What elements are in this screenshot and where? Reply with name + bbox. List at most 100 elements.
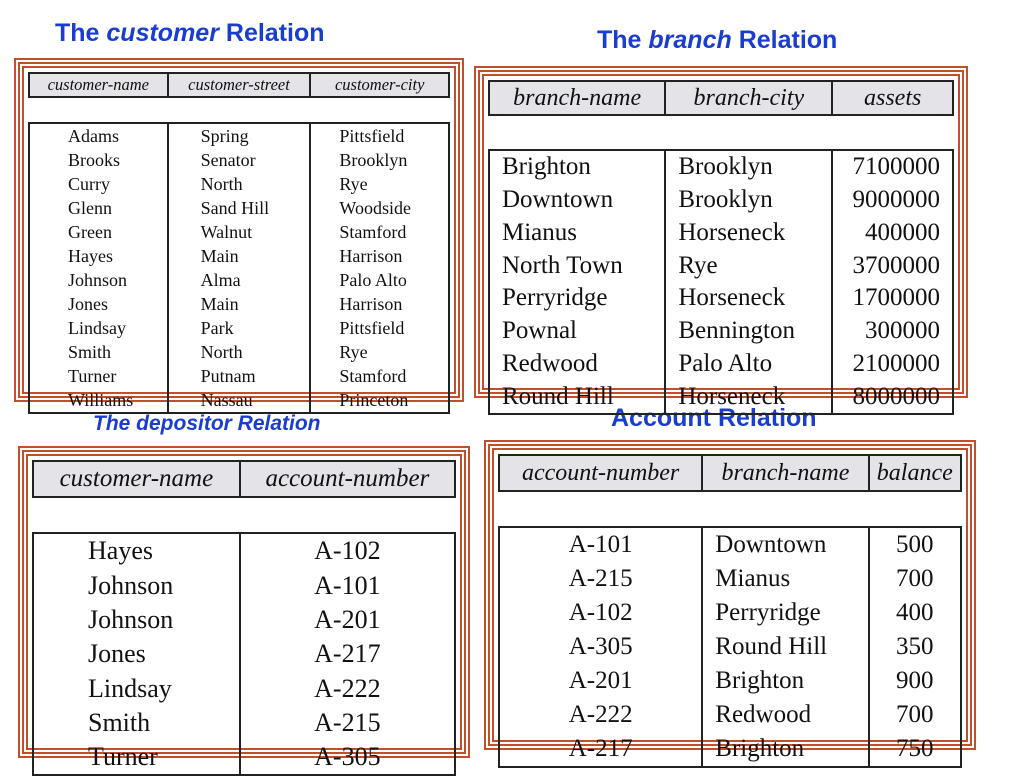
table-cell: Round Hill xyxy=(701,630,870,664)
table-cell: 900 xyxy=(867,664,963,698)
table-cell: 700 xyxy=(867,698,963,732)
table-cell: Main xyxy=(166,244,312,268)
table-cell: Brooklyn xyxy=(664,149,834,184)
table-cell: Mianus xyxy=(701,562,870,596)
table-cell: Horseneck xyxy=(664,216,834,250)
table-cell: Williams xyxy=(28,388,169,414)
table-cell: Smith xyxy=(32,705,241,741)
table-cell: Woodside xyxy=(309,196,450,220)
table-cell: 1700000 xyxy=(831,281,954,315)
table-cell: Putnam xyxy=(166,364,312,388)
column-header: account-number xyxy=(497,454,704,492)
table-cell: Brighton xyxy=(701,732,870,768)
table-cell: Princeton xyxy=(309,388,450,414)
table-cell: Turner xyxy=(28,364,169,388)
gap-cell xyxy=(702,490,869,528)
table-cell: A-305 xyxy=(497,630,704,664)
branch-relation-title: The branch Relation xyxy=(597,26,838,54)
table-cell: Rye xyxy=(664,249,834,282)
column-header: branch-name xyxy=(701,454,870,492)
table-cell: A-101 xyxy=(238,568,457,603)
table-cell: Walnut xyxy=(166,220,312,244)
table-cell: Lindsay xyxy=(32,671,241,706)
gap-cell xyxy=(29,96,168,124)
table-cell: Jones xyxy=(32,637,241,672)
table-cell: Smith xyxy=(28,340,169,364)
gap-cell xyxy=(868,490,961,528)
table-cell: Downtown xyxy=(701,527,870,562)
gap-cell xyxy=(832,114,953,151)
table-cell: A-201 xyxy=(238,602,457,638)
column-header: account-number xyxy=(238,460,457,498)
table-cell: Horseneck xyxy=(664,281,834,315)
table-cell: Rye xyxy=(309,172,450,196)
table-cell: Park xyxy=(166,316,312,340)
table-cell: A-102 xyxy=(497,596,704,630)
table-cell: Hayes xyxy=(28,244,169,268)
table-cell: A-217 xyxy=(238,637,457,672)
column-header: customer-city xyxy=(309,72,450,98)
table-cell: Curry xyxy=(28,172,169,196)
table-cell: A-222 xyxy=(238,671,457,706)
table-cell: Adams xyxy=(28,123,169,148)
table-cell: Sand Hill xyxy=(166,196,312,220)
table-cell: Downtown xyxy=(487,183,667,217)
table-cell: 8000000 xyxy=(831,380,954,416)
table-cell: Horseneck xyxy=(664,380,834,416)
table-cell: A-222 xyxy=(497,698,704,732)
table-cell: Perryridge xyxy=(701,596,870,630)
table-cell: Stamford xyxy=(309,220,450,244)
table-cell: Main xyxy=(166,292,312,316)
table-cell: Harrison xyxy=(309,292,450,316)
table-cell: 750 xyxy=(867,732,963,768)
gap-cell xyxy=(239,495,455,535)
table-cell: Pownal xyxy=(487,314,667,348)
table-cell: A-217 xyxy=(497,732,704,768)
table-cell: A-102 xyxy=(238,533,457,569)
header-gap xyxy=(29,96,449,124)
table-cell: Brighton xyxy=(701,664,870,698)
table-cell: Spring xyxy=(166,123,312,148)
table-cell: Harrison xyxy=(309,244,450,268)
table-cell: Stamford xyxy=(309,364,450,388)
table-cell: Redwood xyxy=(701,698,870,732)
table-cell: A-215 xyxy=(497,562,704,596)
table-cell: Jones xyxy=(28,292,169,316)
column-header: customer-name xyxy=(28,72,169,98)
table-cell: Mianus xyxy=(487,216,667,250)
table-cell: Bennington xyxy=(664,314,834,348)
table-cell: Senator xyxy=(166,148,312,172)
table-cell: Redwood xyxy=(487,347,667,381)
gap-cell xyxy=(489,114,666,151)
column-header: customer-name xyxy=(32,460,241,498)
table-cell: Palo Alto xyxy=(309,268,450,292)
table-cell: Brooklyn xyxy=(309,148,450,172)
table-cell: Brooks xyxy=(28,148,169,172)
table-cell: Brooklyn xyxy=(664,183,834,217)
table-cell: Hayes xyxy=(32,533,241,569)
